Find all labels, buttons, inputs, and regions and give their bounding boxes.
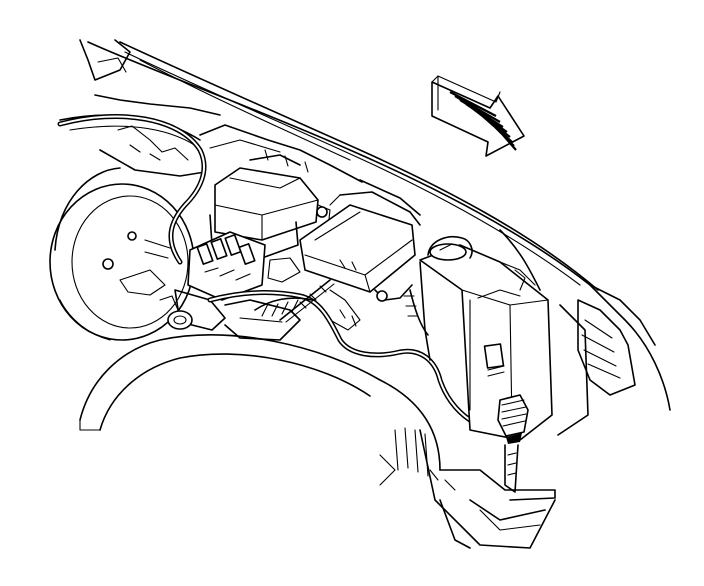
wiring-harness-right xyxy=(403,229,541,336)
brake-booster xyxy=(49,167,195,341)
wheelhouse-inner-fender xyxy=(79,334,556,549)
brake-lines xyxy=(57,113,473,423)
fender-top-edge xyxy=(87,41,671,436)
cowl-panel-details xyxy=(199,124,421,216)
forward-arrow-icon xyxy=(431,75,525,157)
control-module xyxy=(299,191,421,331)
brake-line-valve-block xyxy=(159,231,301,341)
